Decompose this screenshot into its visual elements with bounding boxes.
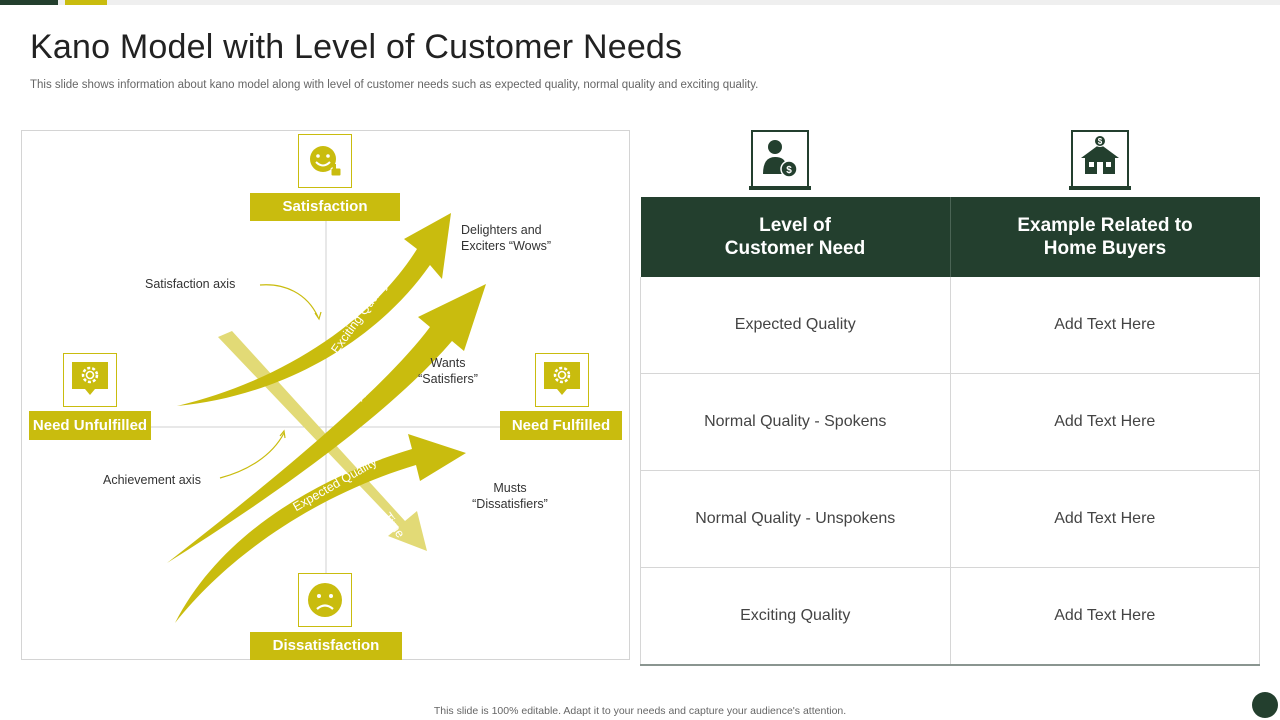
footer-note: This slide is 100% editable. Adapt it to… [433,705,847,717]
table-cell-need: Expected Quality [640,277,951,374]
wants-note-line2: “Satisfiers” [418,372,478,386]
column-header-level-of-need: Level of Customer Need [640,197,951,277]
achievement-axis-note: Achievement axis [103,473,201,487]
home-buyers-column-icon-base [1069,186,1131,190]
svg-text:$: $ [786,165,792,176]
kano-diagram-graphics [117,213,502,623]
table-cell-example: Add Text Here [950,373,1260,471]
satisfaction-label: Satisfaction [250,193,400,221]
delighters-note: Delighters and Exciters “Wows” [461,222,551,254]
kano-diagram: Exciting Quality Normal Quality Expected… [21,130,630,660]
page-title: Kano Model with Level of Customer Needs [30,28,683,66]
sad-face-icon [308,583,342,617]
satisfaction-icon-box [298,134,352,188]
table-row: Expected Quality Add Text Here [640,277,1260,374]
dissatisfaction-label: Dissatisfaction [250,632,402,660]
table-cell-need: Normal Quality - Spokens [640,373,951,471]
exciting-quality-arrow [177,213,451,406]
home-buyers-column-icon-box: $ [1069,130,1131,190]
delighters-note-line2: Exciters “Wows” [461,239,552,253]
normal-quality-arrow [167,284,486,563]
smiley-thumbs-up-icon [310,146,342,177]
delighters-note-line1: Delighters and [461,223,542,237]
need-unfulfilled-icon-box [63,353,117,407]
musts-note: Musts “Dissatisfiers” [462,480,558,512]
table-cell-need: Normal Quality - Unspokens [640,470,951,568]
column-header-example: Example Related to Home Buyers [950,197,1260,277]
table-cell-example: Add Text Here [950,470,1260,568]
musts-note-line2: “Dissatisfiers” [472,497,548,511]
customer-need-column-icon-base [749,186,811,190]
wants-note-line1: Wants [430,356,466,370]
need-fulfilled-label: Need Fulfilled [500,411,622,440]
column-header-level-line2: Customer Need [724,238,866,259]
expected-quality-arrow [175,434,466,623]
dissatisfaction-icon-box [298,573,352,627]
corner-decoration-dot [1252,692,1278,718]
table-row: Normal Quality - Spokens Add Text Here [640,373,1260,471]
achievement-axis-pointer [219,432,285,479]
satisfaction-axis-note: Satisfaction axis [145,277,236,291]
need-unfulfilled-label: Need Unfulfilled [29,411,151,440]
column-header-level-line1: Level of [759,215,831,236]
column-header-example-line1: Example Related to [1017,215,1193,236]
table-row: Exciting Quality Add Text Here [640,567,1260,666]
top-accent-segment-dark [0,0,58,5]
musts-note-line1: Musts [493,481,527,495]
svg-text:$: $ [1098,137,1103,146]
table-cell-example: Add Text Here [950,277,1260,374]
gear-speech-bubble-icon [72,362,108,395]
top-accent-segment-gold [65,0,107,5]
gear-speech-bubble-icon [544,362,580,395]
top-accent-bar [0,0,1280,5]
table-cell-example: Add Text Here [950,567,1260,666]
customer-need-column-icon-box: $ [749,130,811,190]
table-cell-need: Exciting Quality [640,567,951,666]
satisfaction-axis-pointer [259,284,319,318]
house-dollar-icon: $ [1081,135,1119,174]
page-subtitle: This slide shows information about kano … [30,79,759,91]
wants-note: Wants “Satisfiers” [412,355,484,387]
table-header-row: Level of Customer Need Example Related t… [640,197,1260,277]
customer-needs-table: Level of Customer Need Example Related t… [640,197,1260,666]
table-row: Normal Quality - Unspokens Add Text Here [640,470,1260,568]
need-fulfilled-icon-box [535,353,589,407]
column-header-example-line2: Home Buyers [1043,238,1167,259]
customer-dollar-icon: $ [763,140,798,178]
